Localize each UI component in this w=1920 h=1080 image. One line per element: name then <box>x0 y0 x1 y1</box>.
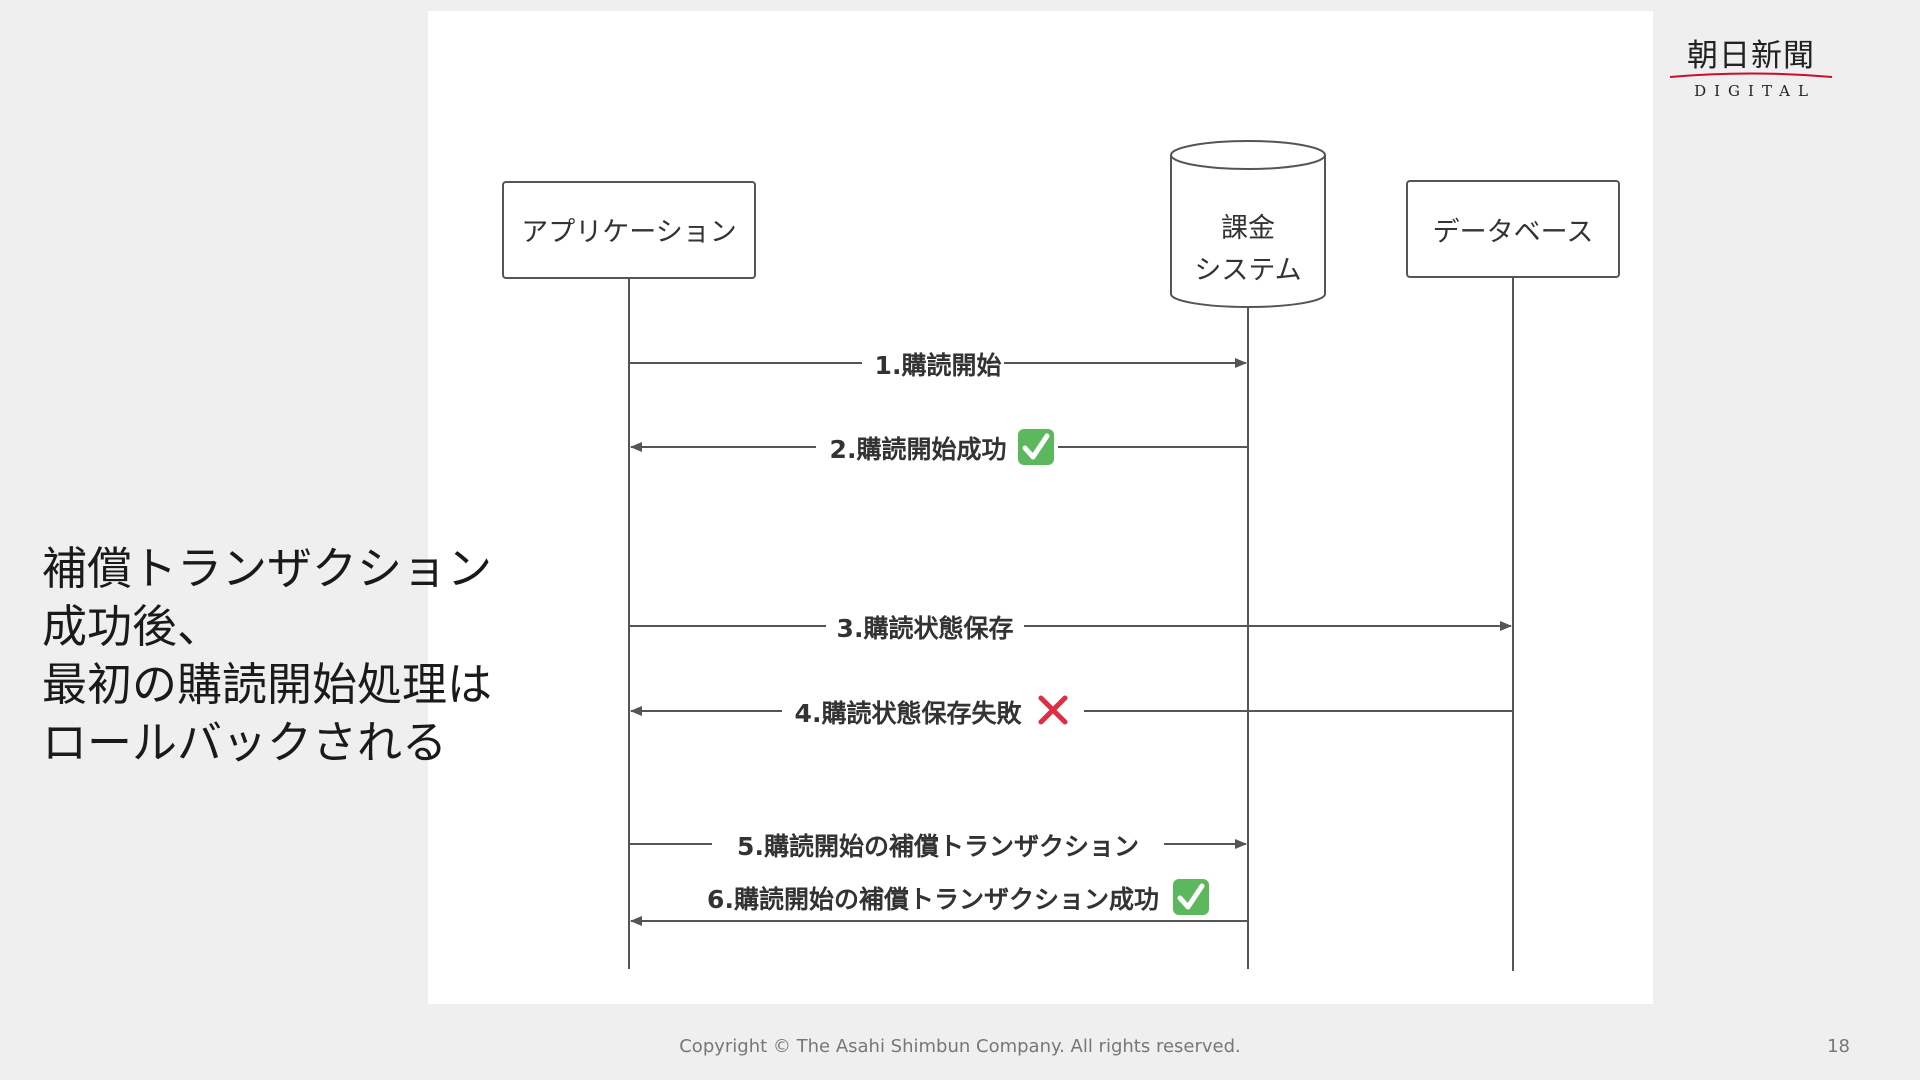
logo-swoosh <box>1669 72 1833 78</box>
logo-sub-text: DIGITAL <box>1694 82 1816 100</box>
caption-line-4: ロールバックされる <box>42 716 448 769</box>
participant-billing-label-line2: システム <box>1194 255 1301 286</box>
caption-line-2: 成功後、 <box>42 600 223 653</box>
check-mark-icon <box>1173 879 1209 915</box>
message-5-label: 5.購読開始の補償トランザクション <box>737 832 1139 861</box>
message-6-label: 6.購読開始の補償トランザクション成功 <box>707 885 1159 914</box>
message-1-label: 1.購読開始 <box>875 351 1002 380</box>
logo-main-text: 朝日新聞 <box>1687 38 1815 74</box>
page-number: 18 <box>1827 1036 1850 1057</box>
participant-database-label: データベース <box>1433 217 1594 248</box>
caption-line-3: 最初の購読開始処理は <box>42 658 493 711</box>
participant-billing-label-line1: 課金 <box>1221 213 1275 244</box>
cross-mark-icon <box>1038 695 1068 725</box>
message-4-label: 4.購読状態保存失敗 <box>795 699 1023 728</box>
caption-text: 補償トランザクション 成功後、 最初の購読開始処理は ロールバックされる <box>42 540 562 772</box>
message-3-label: 3.購読状態保存 <box>837 614 1014 643</box>
message-2-label: 2.購読開始成功 <box>830 435 1007 464</box>
caption-line-1: 補償トランザクション <box>42 542 493 595</box>
asahi-digital-logo: 朝日新聞 DIGITAL <box>1666 38 1836 100</box>
sequence-diagram: アプリケーション 課金 システム データベース 1.購読開始 2.購読開始成功 <box>502 140 1620 971</box>
diagram-panel: アプリケーション 課金 システム データベース 1.購読開始 2.購読開始成功 <box>428 11 1653 1004</box>
check-mark-icon <box>1018 429 1054 465</box>
participant-app-label: アプリケーション <box>521 217 736 248</box>
footer-copyright: Copyright © The Asahi Shimbun Company. A… <box>679 1036 1241 1057</box>
